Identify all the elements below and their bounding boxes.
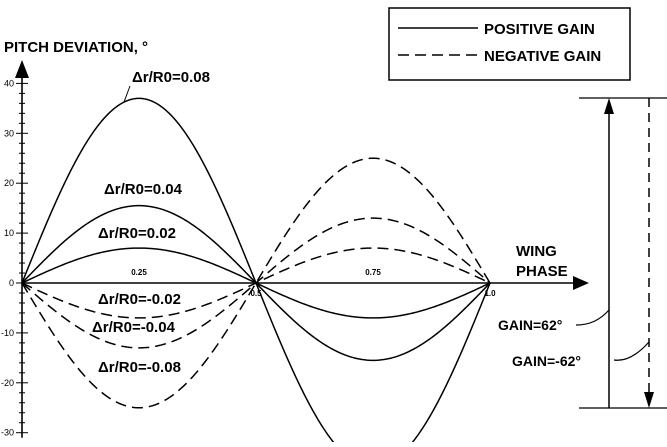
series-curve-4 xyxy=(21,217,491,349)
y-tick-label: -10 xyxy=(1,328,14,338)
y-tick-label: 30 xyxy=(4,128,14,138)
series-label-leader xyxy=(123,85,131,103)
x-tick-label: 0.25 xyxy=(131,268,147,277)
legend: POSITIVE GAIN NEGATIVE GAIN xyxy=(388,7,631,81)
series-label-4: Δr/R0=-0.04 xyxy=(92,319,176,336)
series-label-2: Δr/R0=0.02 xyxy=(98,225,176,242)
y-tick-label: 10 xyxy=(4,228,14,238)
y-tick-label: -20 xyxy=(1,378,14,388)
x-axis-label-line-2: PHASE xyxy=(516,263,568,280)
y-axis-label: PITCH DEVIATION, ° xyxy=(4,39,148,56)
x-axis-label-line-1: WING xyxy=(516,243,557,260)
axes: 40 30 20 10 0 -10 -20 -30 0.25 0.5 0.75 1.0 xyxy=(1,60,589,438)
x-tick-label: 0.75 xyxy=(365,268,381,277)
legend-entry-negative-gain: NEGATIVE GAIN xyxy=(484,48,601,65)
y-tick-label: 0 xyxy=(9,278,14,288)
y-tick-label: 20 xyxy=(4,178,14,188)
series-labels: Δr/R0=0.08Δr/R0=0.04Δr/R0=0.02Δr/R0=-0.0… xyxy=(92,69,210,376)
gain-positive-arrowhead xyxy=(604,98,614,114)
gain-negative-label: GAIN=-62° xyxy=(512,353,581,369)
series-label-3: Δr/R0=-0.02 xyxy=(98,291,181,308)
gain-negative-leader xyxy=(613,341,650,361)
y-tick-label: 40 xyxy=(4,78,14,88)
legend-entry-positive-gain: POSITIVE GAIN xyxy=(484,21,595,38)
x-tick-label: 0.5 xyxy=(250,289,262,298)
series-label-1: Δr/R0=0.04 xyxy=(104,181,183,198)
x-axis-arrowhead xyxy=(573,276,589,290)
gain-positive-leader xyxy=(575,309,610,326)
series-label-5: Δr/R0=-0.08 xyxy=(98,359,181,376)
gain-indicator: GAIN=62° GAIN=-62° xyxy=(498,97,667,409)
y-tick-label: -30 xyxy=(1,428,14,438)
x-tick-label: 1.0 xyxy=(484,289,496,298)
gain-negative-arrowhead xyxy=(644,392,654,408)
gain-positive-label: GAIN=62° xyxy=(498,317,562,333)
series-label-0: Δr/R0=0.08 xyxy=(132,69,210,86)
y-axis-arrowhead xyxy=(15,60,29,78)
series-curve-0 xyxy=(21,97,491,447)
legend-box xyxy=(388,7,631,81)
series-curves xyxy=(21,97,491,447)
